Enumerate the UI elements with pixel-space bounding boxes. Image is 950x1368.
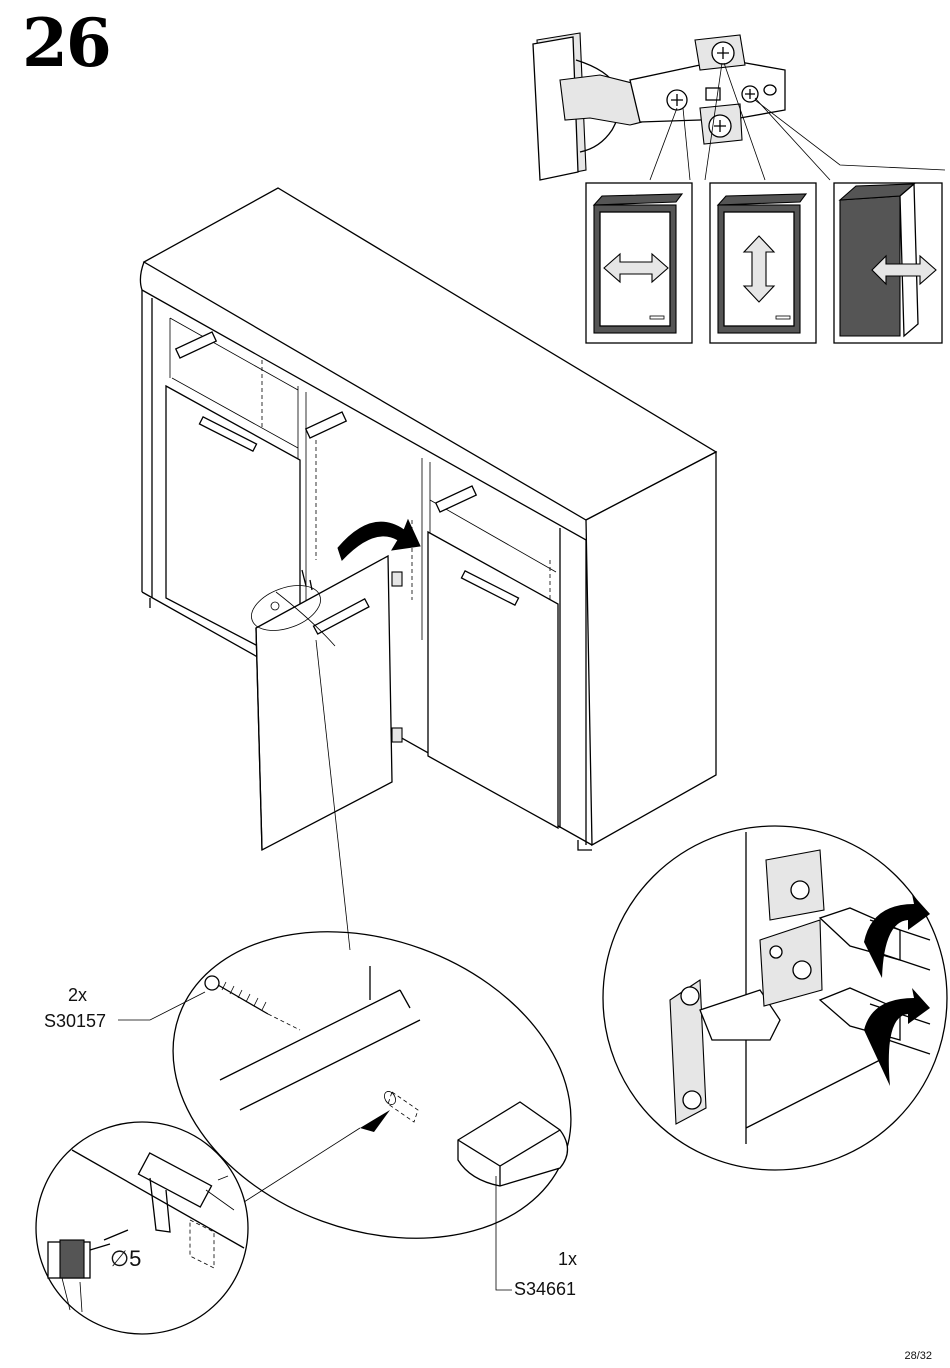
hinge-diagram [533,33,945,180]
screw-quantity: 2x [68,986,87,1004]
hinge-adjust-detail [603,826,947,1170]
drill-icon [48,1230,128,1312]
handle-part-code: S34661 [514,1280,576,1298]
handle-quantity: 1x [558,1250,577,1268]
page-number: 28/32 [904,1350,932,1362]
dowel-icon [382,1089,418,1122]
drill-diameter: ∅5 [110,1248,141,1270]
adjust-boxes [586,183,942,343]
diameter-value: 5 [129,1246,141,1271]
drill-detail [36,1122,360,1334]
curved-arrow-icon [338,520,420,560]
screw-part-code: S30157 [44,1012,106,1030]
diameter-symbol: ∅ [110,1246,129,1271]
